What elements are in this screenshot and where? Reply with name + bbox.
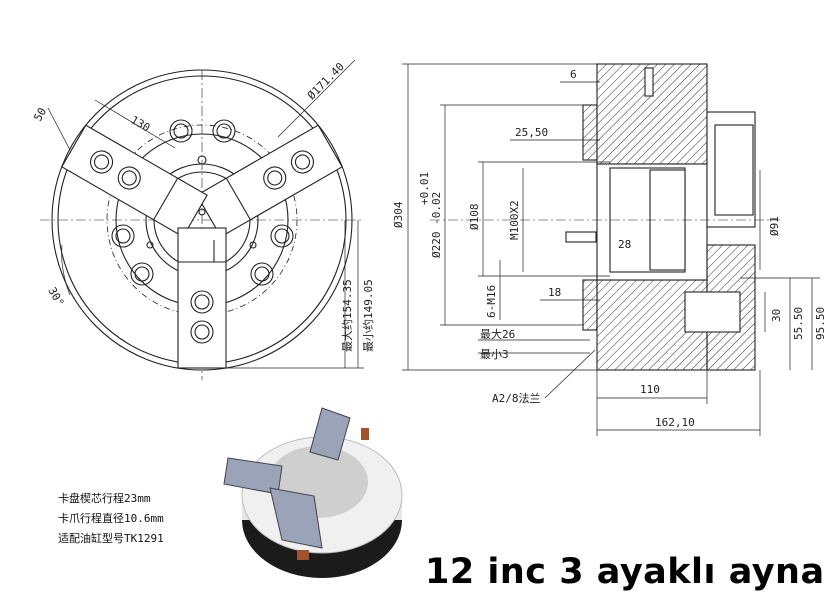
jaw-upper-left	[196, 124, 343, 238]
side-view	[402, 63, 820, 436]
dim-line-130	[94, 99, 176, 149]
bolt-top	[644, 67, 654, 97]
dim-v16210: 162,10	[655, 416, 695, 429]
front-view	[40, 59, 364, 380]
dim-tol-up: +0.01	[418, 172, 431, 205]
dim-v2550: 25,50	[515, 126, 548, 139]
dim-arc-30	[61, 244, 71, 296]
dim-angle30: 30°	[45, 285, 66, 309]
flange-upper	[582, 104, 598, 161]
jaw-bottom	[177, 227, 227, 369]
dim-m100: M100X2	[508, 200, 521, 240]
dim-line-171	[277, 59, 356, 138]
dim-d304: Ø304	[392, 201, 405, 228]
note-cylinder-model: 适配油缸型号TK1291	[58, 532, 164, 545]
body-bolts	[111, 119, 294, 286]
flange-leader	[544, 349, 596, 399]
note-wedge-stroke: 卡盘楔芯行程23mm	[58, 492, 151, 505]
note-jaw-stroke: 卡爪行程直径10.6mm	[58, 512, 164, 525]
dim-min-dia: 最小约149.05	[362, 279, 375, 352]
dim-m16: 6-M16	[485, 285, 498, 318]
dim-d220: Ø220 -0.02	[430, 192, 443, 258]
spindle-stub	[565, 231, 597, 243]
dim-flange: A2/8法兰	[492, 391, 541, 405]
dim-v30: 30	[770, 309, 783, 322]
dim-d108: Ø108	[468, 204, 481, 231]
dim-v28: 28	[618, 238, 631, 251]
dim-v18: 18	[548, 286, 561, 299]
dim-d50: 50	[31, 106, 49, 124]
jaw-top-inner	[714, 124, 754, 216]
chuck-3d-render	[223, 407, 403, 578]
3d-jaw-top	[309, 407, 351, 461]
dim-line-50	[47, 107, 71, 151]
dim-v5550: 55.50	[792, 307, 805, 340]
dim-v6: 6	[570, 68, 577, 81]
dim-min3: 最小3	[480, 348, 509, 361]
dim-d130: 130	[129, 113, 153, 134]
product-title: 12 inc 3 ayaklı ayna	[425, 552, 825, 592]
3d-jaw-bottom	[269, 487, 323, 549]
dim-v9550: 95.50	[814, 307, 827, 340]
side-view-labels: Ø304 +0.01 Ø220 -0.02 Ø108 M100X2 6-M16 …	[392, 68, 827, 429]
dim-v110: 110	[640, 383, 660, 396]
dim-d171: Ø171.40	[305, 60, 347, 102]
dim-d91: Ø91	[768, 216, 781, 236]
jaw-upper-right	[61, 124, 208, 238]
jaw-bottom-slot	[684, 291, 741, 333]
dim-max-dia: 最大约154.35	[340, 279, 354, 352]
flange-lower	[582, 279, 598, 331]
dim-max26: 最大26	[480, 327, 515, 341]
